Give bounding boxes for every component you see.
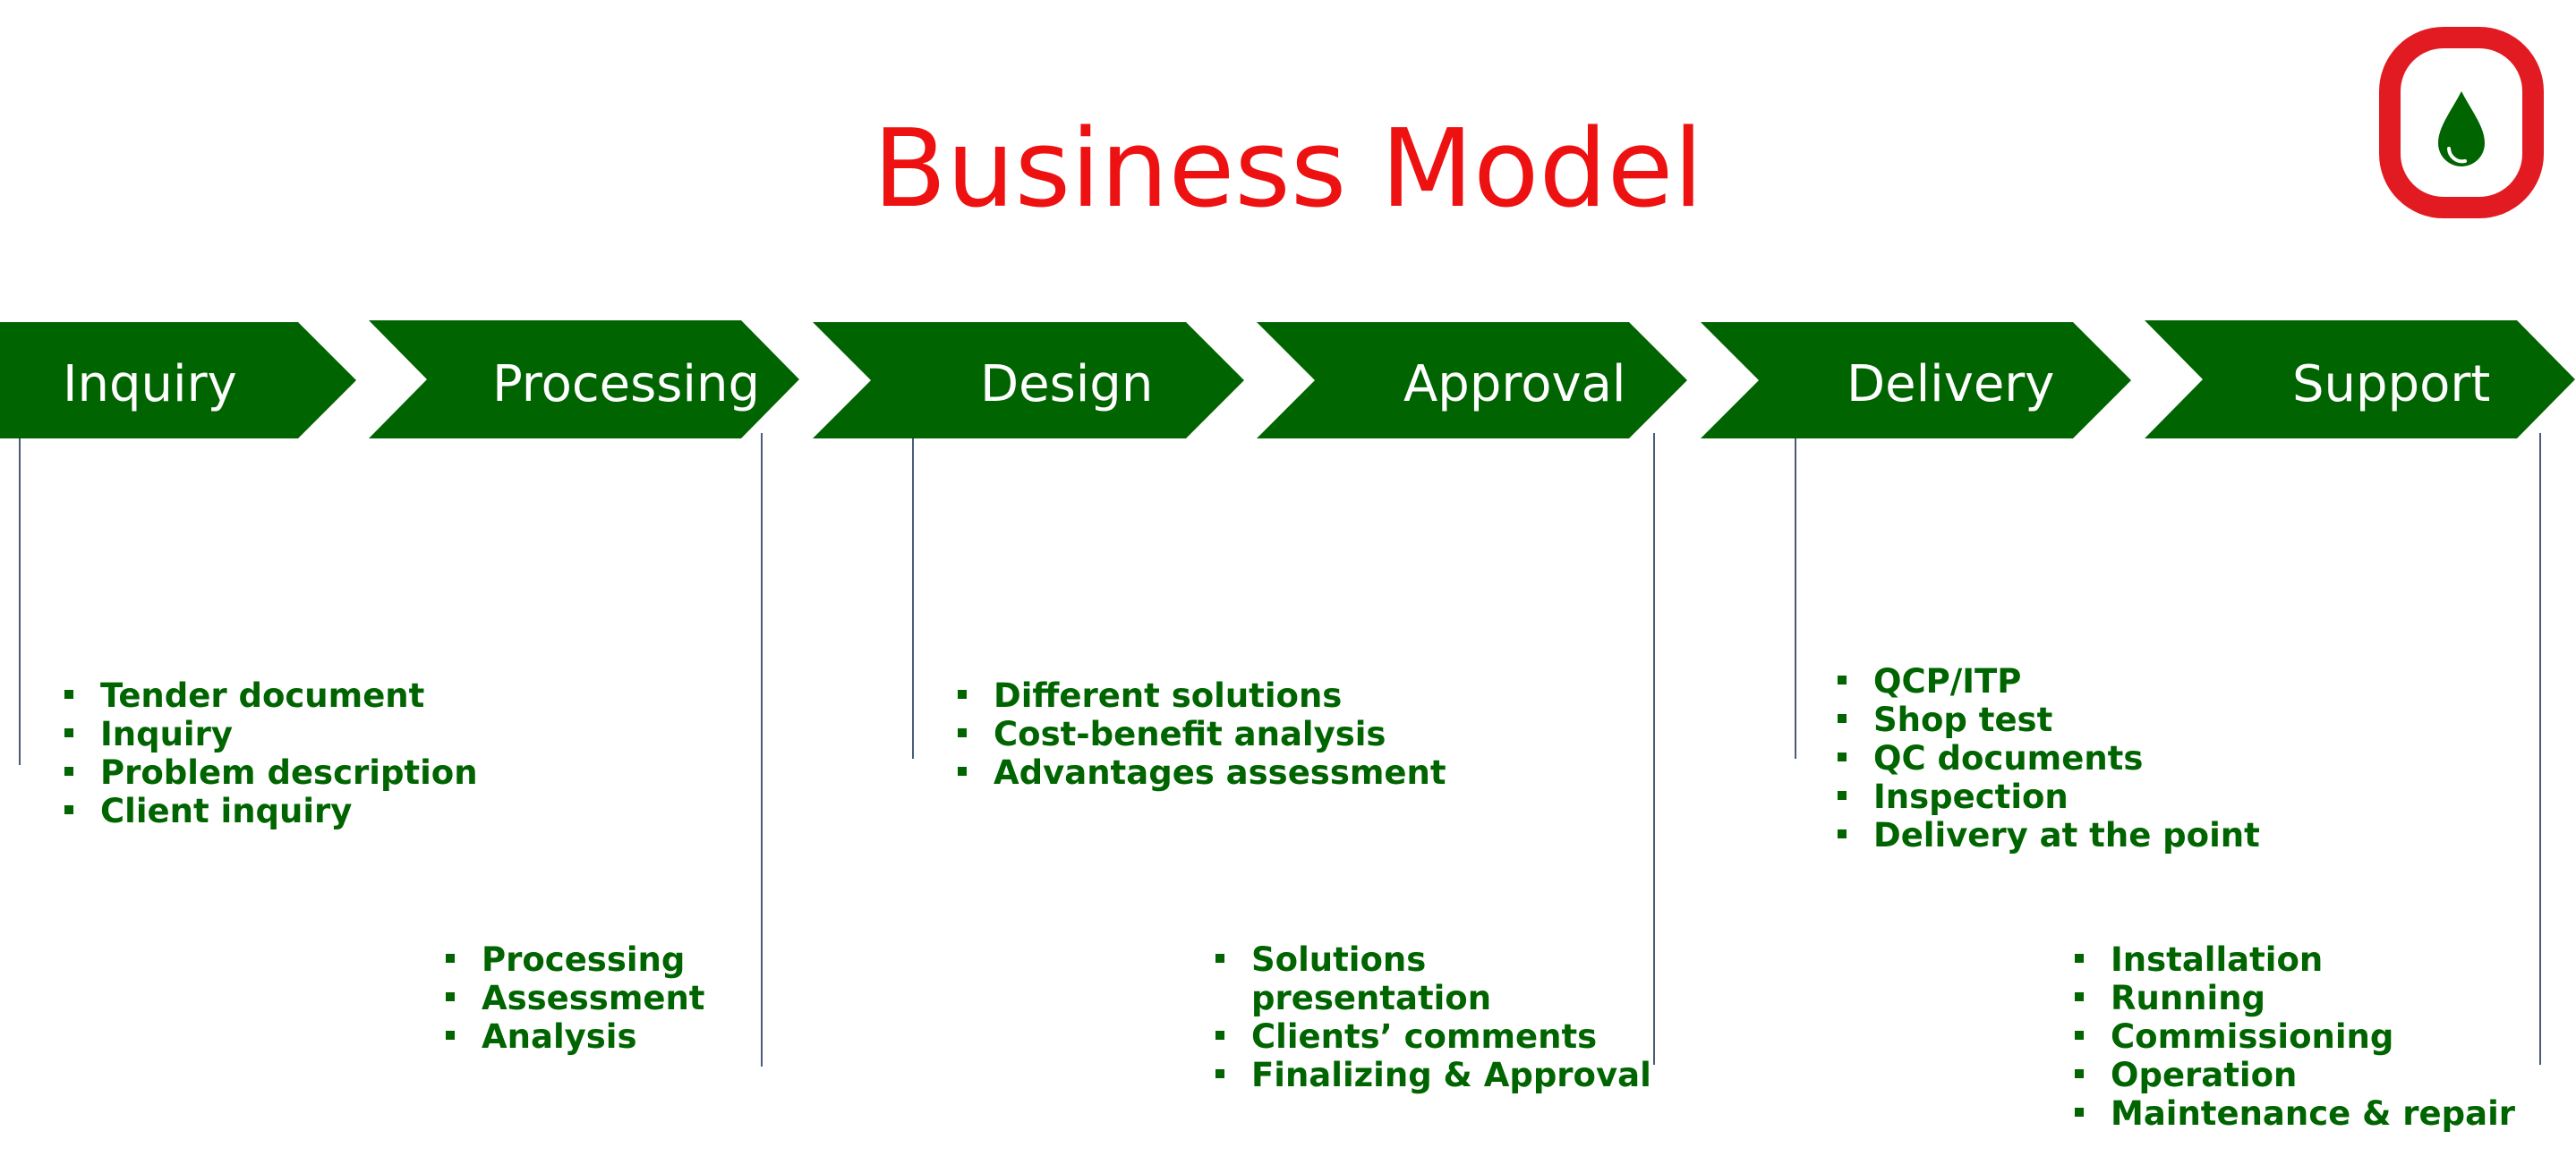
list-item: Solutions presentation <box>1215 940 1493 1017</box>
stage-label-design: Design <box>980 355 1154 413</box>
stage-label-approval: Approval <box>1403 355 1626 413</box>
list-item: Analysis <box>446 1017 705 1056</box>
list-item: Processing <box>446 940 705 979</box>
processing-items: Processing Assessment Analysis <box>446 940 705 1056</box>
stage-label-support: Support <box>2292 355 2491 413</box>
page-title: Business Model <box>873 107 1703 232</box>
list-item: Running <box>2075 979 2515 1017</box>
list-item: Finalizing & Approval <box>1215 1056 1651 1094</box>
list-item: Installation <box>2075 940 2515 979</box>
list-item: Cost-benefit analysis <box>958 715 1446 753</box>
company-logo <box>2379 27 2544 218</box>
approval-items: Solutions presentation Clients’ comments… <box>1215 940 1651 1094</box>
connector-processing <box>761 433 763 1067</box>
list-item: Shop test <box>1838 701 2260 739</box>
list-item: Different solutions <box>958 676 1446 715</box>
chevron-design <box>813 322 1244 438</box>
list-item: Delivery at the point <box>1838 816 2260 855</box>
chevron-approval <box>1257 322 1687 438</box>
list-item: Inspection <box>1838 778 2260 816</box>
chevron-processing <box>369 320 799 438</box>
list-item: Tender document <box>64 676 478 715</box>
connector-support <box>2539 433 2541 1065</box>
list-item: QC documents <box>1838 739 2260 778</box>
list-item: Client inquiry <box>64 792 478 830</box>
connector-inquiry <box>19 438 21 765</box>
list-item: Advantages assessment <box>958 753 1446 792</box>
list-item: Maintenance & repair <box>2075 1094 2515 1133</box>
list-item: QCP/ITP <box>1838 662 2260 701</box>
list-item: Inquiry <box>64 715 478 753</box>
connector-design <box>912 438 914 759</box>
stage-label-processing: Processing <box>492 355 761 413</box>
list-item: Problem description <box>64 753 478 792</box>
stage-label-inquiry: Inquiry <box>63 355 237 413</box>
list-item: Operation <box>2075 1056 2515 1094</box>
connector-approval <box>1653 433 1655 1065</box>
inquiry-items: Tender document Inquiry Problem descript… <box>64 676 478 830</box>
stage-label-delivery: Delivery <box>1847 355 2055 413</box>
chevron-delivery <box>1701 322 2131 438</box>
list-item: Clients’ comments <box>1215 1017 1651 1056</box>
connector-delivery <box>1795 438 1796 759</box>
delivery-items: QCP/ITP Shop test QC documents Inspectio… <box>1838 662 2260 855</box>
design-items: Different solutions Cost-benefit analysi… <box>958 676 1446 792</box>
support-items: Installation Running Commissioning Opera… <box>2075 940 2515 1133</box>
chevron-inquiry <box>0 322 356 438</box>
chevron-support <box>2145 320 2575 438</box>
list-item: Commissioning <box>2075 1017 2515 1056</box>
list-item: Assessment <box>446 979 705 1017</box>
